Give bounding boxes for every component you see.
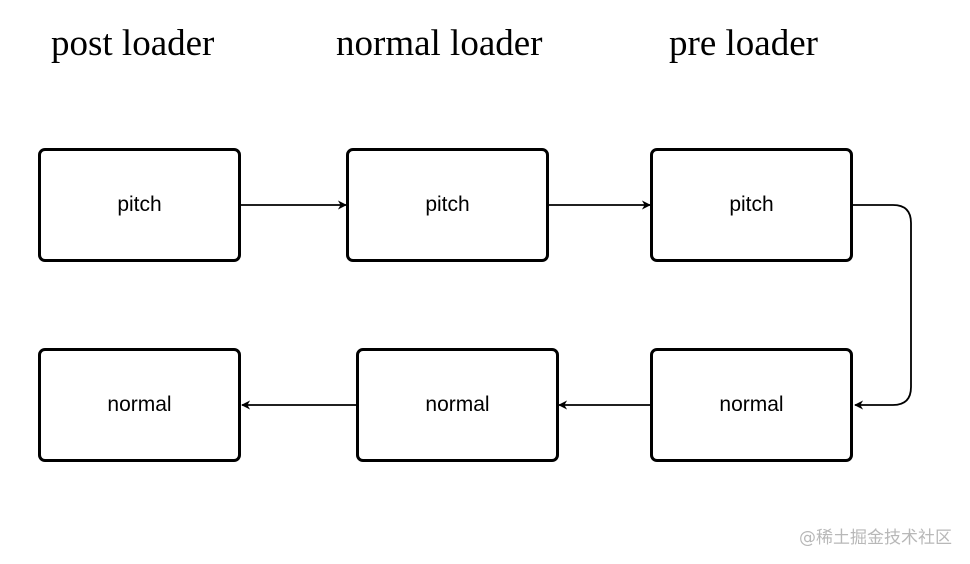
box-label: normal: [107, 393, 172, 416]
post-loader-normal-box: normal: [38, 348, 241, 462]
box-label: pitch: [117, 193, 162, 216]
heading-pre-loader: pre loader: [669, 23, 818, 64]
box-label: normal: [719, 393, 784, 416]
normal-loader-normal-box: normal: [356, 348, 559, 462]
heading-post-loader: post loader: [51, 23, 215, 64]
pre-loader-pitch-box: pitch: [650, 148, 853, 262]
watermark: @稀土掘金技术社区: [799, 528, 952, 548]
heading-normal-loader: normal loader: [336, 23, 543, 64]
arrow-pitch-pre-to-normal-pre: [852, 204, 912, 410]
pre-loader-normal-box: normal: [650, 348, 853, 462]
box-label: pitch: [425, 193, 470, 216]
box-label: normal: [425, 393, 490, 416]
post-loader-pitch-box: pitch: [38, 148, 241, 262]
normal-loader-pitch-box: pitch: [346, 148, 549, 262]
box-label: pitch: [729, 193, 774, 216]
